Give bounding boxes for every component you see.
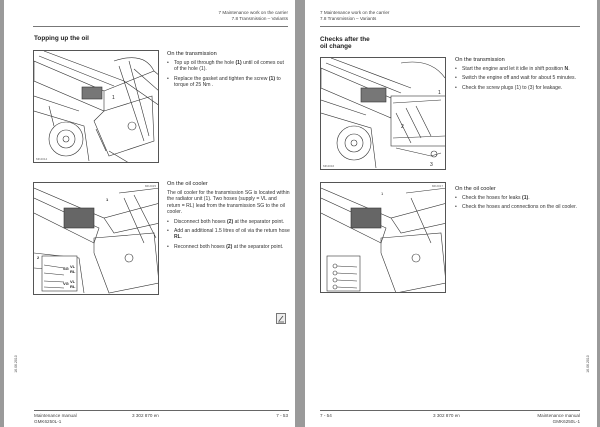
left-page: 7 Maintenance work on the carrier 7.8 Tr… bbox=[4, 0, 295, 427]
callout-3: 3 bbox=[430, 162, 433, 168]
date-label: 16.06.2010 bbox=[585, 355, 590, 373]
block-title: On the transmission bbox=[167, 51, 217, 57]
label-rl: RL bbox=[70, 284, 76, 289]
transmission-checks: On the transmission Start the engine and… bbox=[455, 57, 583, 94]
instruction-item: Check the hoses and connections on the o… bbox=[455, 204, 583, 211]
instruction-item: Reconnect both hoses (2) at the separato… bbox=[167, 244, 291, 251]
figure-number: MK2015 bbox=[144, 184, 156, 188]
right-page: 7 Maintenance work on the carrier 7.8 Tr… bbox=[305, 0, 597, 427]
oil-cooler-checks: On the oil cooler Check the hoses for le… bbox=[455, 186, 583, 214]
running-header: 7 Maintenance work on the carrier 7.8 Tr… bbox=[320, 10, 389, 22]
footer-doc-number: 3 302 870 en bbox=[433, 413, 460, 418]
transmission-checks-figure: 1 2 3 MK2016 bbox=[320, 57, 446, 170]
figure-number: MK2016 bbox=[323, 164, 335, 168]
label-sg: SG bbox=[63, 266, 69, 271]
label-rl: RL bbox=[70, 269, 76, 274]
footer-rule bbox=[320, 410, 580, 411]
block-title: On the oil cooler bbox=[167, 181, 208, 187]
figure-number: MK2017 bbox=[431, 184, 443, 188]
transmission-figure: 1 MK2014 bbox=[33, 50, 159, 163]
figure-number: MK2014 bbox=[36, 157, 48, 161]
oil-cooler-checks-figure: 1 MK2017 bbox=[320, 182, 446, 293]
oil-cooler-figure: 1 2 SG VL RL VG VL RL MK2015 bbox=[33, 182, 159, 295]
page-number: 7 - 53 bbox=[276, 413, 288, 418]
label-vl: VL bbox=[70, 279, 76, 284]
oil-cooler-instructions: On the oil cooler The oil cooler for the… bbox=[167, 181, 291, 253]
chapter-title: 7 Maintenance work on the carrier bbox=[218, 10, 288, 15]
oil-cooler-illustration: 1 2 SG VL RL VG VL RL bbox=[34, 187, 158, 294]
section-title: 7.8 Transmission – Variants bbox=[320, 16, 377, 21]
transmission-instructions: On the transmission Top up oil through t… bbox=[167, 51, 289, 92]
instruction-item: Start the engine and let it idle in shif… bbox=[455, 66, 583, 73]
note-icon bbox=[276, 313, 286, 324]
header-rule bbox=[320, 26, 580, 27]
callout-1: 1 bbox=[438, 90, 441, 96]
header-rule bbox=[33, 26, 288, 27]
running-header: 7 Maintenance work on the carrier 7.8 Tr… bbox=[219, 10, 288, 22]
transmission-illustration: 1 2 3 bbox=[321, 58, 445, 169]
instruction-item: Top up oil through the hole (1) until oi… bbox=[167, 60, 289, 73]
oil-cooler-illustration: 1 bbox=[321, 187, 445, 292]
instruction-item: Disconnect both hoses (2) at the separat… bbox=[167, 219, 291, 226]
callout-1: 1 bbox=[112, 95, 115, 101]
section-title: 7.8 Transmission – Variants bbox=[231, 16, 288, 21]
block-title: On the oil cooler bbox=[455, 186, 496, 192]
page-number: 7 - 54 bbox=[320, 413, 332, 418]
page-heading: Topping up the oil bbox=[34, 35, 89, 42]
callout-2: 2 bbox=[401, 124, 404, 130]
callout-1: 1 bbox=[381, 191, 384, 196]
label-vg: VG bbox=[63, 281, 69, 286]
block-title: On the transmission bbox=[455, 57, 505, 63]
callout-2: 2 bbox=[37, 255, 40, 260]
footer-rule bbox=[34, 410, 289, 411]
instruction-item: Check the screw plugs (1) to (3) for lea… bbox=[455, 85, 583, 92]
date-label: 16.06.2010 bbox=[13, 355, 18, 373]
footer-doc-number: 3 302 870 en bbox=[132, 413, 159, 418]
instruction-item: Check the hoses for leaks (1). bbox=[455, 195, 583, 202]
instruction-item: Replace the gasket and tighten the screw… bbox=[167, 76, 289, 89]
instruction-item: Add an additional 1.5 litres of oil via … bbox=[167, 228, 291, 241]
label-vl: VL bbox=[70, 264, 76, 269]
crane-carrier-illustration: 1 bbox=[34, 51, 158, 162]
instruction-item: Switch the engine off and wait for about… bbox=[455, 75, 583, 82]
callout-1: 1 bbox=[106, 197, 109, 202]
intro-paragraph: The oil cooler for the transmission SG i… bbox=[167, 190, 290, 216]
chapter-title: 7 Maintenance work on the carrier bbox=[320, 10, 390, 15]
